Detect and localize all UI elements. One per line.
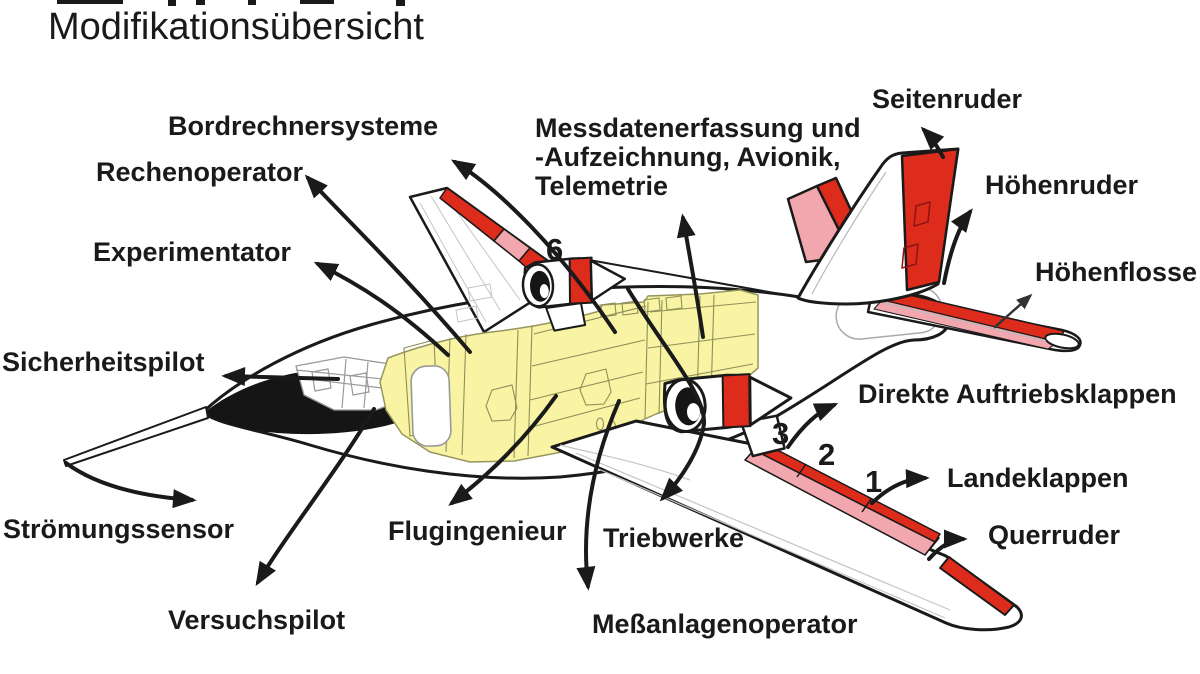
label-direkte-auftriebsklappen: Direkte Auftriebsklappen [858,379,1177,409]
arrow-rechenoperator [304,174,472,354]
label-hoehenflosse: Höhenflosse [1035,257,1198,287]
label-stroemungssensor: Strömungssensor [3,514,235,544]
cockpit [205,356,411,435]
fuselage-crown-line [577,257,798,298]
arrow-flugingenieur [448,394,558,506]
label-versuchspilot: Versuchspilot [168,605,346,635]
label-messdatenerfassung-line1: Messdatenerfassung und [535,113,861,143]
marker-3-flap: 3 [772,416,790,451]
label-messdatenerfassung: Messdatenerfassung und -Aufzeichnung, Av… [535,113,861,202]
label-querruder: Querruder [988,520,1121,550]
arrow-querruder [927,529,968,561]
operator-seat-2 [579,368,612,406]
arrow-sicherheitspilot [221,367,340,387]
label-rechenoperator: Rechenoperator [96,157,304,187]
marker-1-flap: 1 [865,464,883,499]
stabilizer-pink-highlight [873,299,1059,350]
label-experimentator: Experimentator [93,237,292,267]
arrow-hoehenflosse [993,293,1033,329]
near-engine-red-ring [721,373,752,429]
near-engine-pylon [739,414,786,458]
label-hoehenruder: Höhenruder [985,170,1139,200]
arrow-messanlagenoperator [576,399,621,591]
cabin-door [410,365,452,447]
near-wing [550,419,1023,632]
flap-pink-band [744,449,936,556]
arrow-triebwerke [626,287,707,502]
label-seitenruder: Seitenruder [872,84,1023,114]
arrow-hoehenruder [942,208,973,285]
vertical-fin [796,147,960,306]
leader-arrows [64,126,1033,591]
label-landeklappen: Landeklappen [947,463,1129,493]
arrow-landeklappen [870,469,930,505]
marker-6-far-engine: 6 [546,232,564,267]
aileron-highlight [939,556,1015,616]
label-messdatenerfassung-line2: -Aufzeichnung, Avionik, [535,142,841,173]
rudder-highlight [900,147,960,292]
horizontal-stabilizer [866,289,1082,353]
copilot-seat [349,372,370,396]
arrow-seitenruder [920,126,945,159]
label-messanlagenoperator: Meßanlagenoperator [592,609,858,639]
pilot-seat [311,368,332,392]
arrow-experimentator [313,261,450,357]
marker-2-flap: 2 [818,437,836,472]
label-bordrechnersysteme: Bordrechnersysteme [168,111,439,141]
page-title: Modifikationsübersicht [48,6,424,48]
label-messdatenerfassung-line3: Telemetrie [535,171,669,202]
label-flugingenieur: Flugingenieur [388,516,567,546]
label-triebwerke: Triebwerke [603,523,745,553]
nose-boom [63,406,209,467]
operator-seat-1 [485,384,518,422]
far-engine [521,256,627,332]
arrow-stroemungssensor [64,461,197,509]
near-engine-cone [748,375,793,427]
arrow-bordrechnersysteme [450,159,617,334]
arrow-versuchspilot [255,407,376,587]
cropped-text-remnant [57,0,405,6]
far-engine-cone [589,259,627,302]
label-sicherheitspilot: Sicherheitspilot [2,347,205,377]
arrow-direkte-auftriebsklappen [786,403,839,449]
near-engine [662,373,793,458]
arrow-messdatenerfassung [676,213,705,339]
